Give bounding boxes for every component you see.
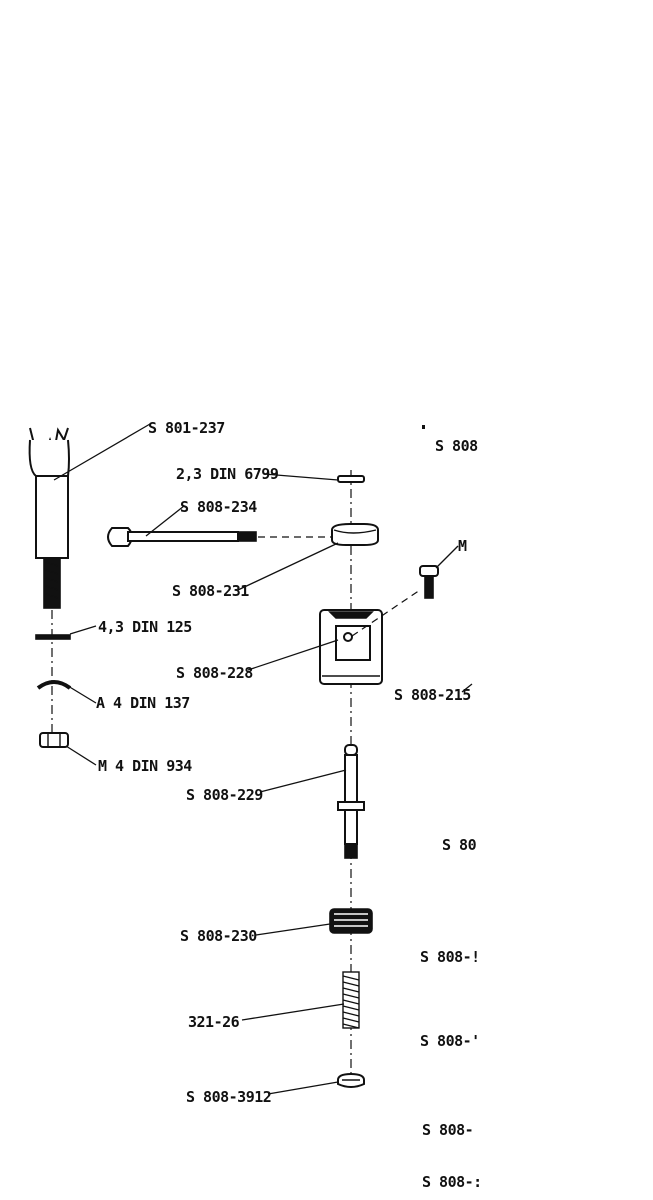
label-nut: M 4 DIN 934: [98, 757, 192, 775]
label-right-80: S 80: [442, 836, 477, 854]
label-spring-washer: A 4 DIN 137: [96, 694, 190, 712]
shaft-part: [107, 527, 257, 547]
label-right-808-d: S 808-:: [422, 1173, 482, 1191]
ring-part: [331, 523, 379, 546]
leader-stud: [259, 769, 347, 793]
spring-washer-part: [36, 680, 72, 690]
leader-ring: [237, 542, 339, 591]
washer-125-part: [35, 634, 71, 640]
spring-part: [342, 971, 360, 1029]
label-right-808-b: S 808-': [420, 1032, 480, 1050]
label-ring: S 808-231: [172, 582, 249, 600]
leader-screw-right: [461, 683, 473, 693]
label-top-left: S 801-237: [148, 419, 225, 437]
leader-right-m: [435, 545, 459, 569]
label-right-808-c: S 808-: [422, 1121, 473, 1139]
leader-spring: [241, 1003, 345, 1021]
label-pin-washer: 2,3 DIN 6799: [176, 465, 279, 483]
fork-shaft-part: [28, 427, 70, 609]
screw-bottom-part: [337, 1072, 365, 1088]
stud-part: [337, 744, 365, 859]
label-screw-right: S 808-215: [394, 686, 471, 704]
label-block: S 808-228: [176, 664, 253, 682]
leader-shaft: [145, 505, 185, 537]
label-right-808-a: S 808-!: [420, 948, 480, 966]
leader-knurled-nut: [255, 923, 331, 936]
leader-nut: [65, 745, 97, 766]
nut-part: [39, 732, 69, 748]
label-shaft: S 808-234: [180, 498, 257, 516]
knurled-nut-part: [329, 908, 373, 934]
leader-pin-washer: [263, 473, 339, 481]
label-stud: S 808-229: [186, 786, 263, 804]
label-knurled-nut: S 808-230: [180, 927, 257, 945]
label-spring: 321-26: [188, 1013, 240, 1031]
leader-block: [247, 639, 339, 671]
screw-upper-right-part: [419, 565, 439, 599]
leader-top-left: [53, 423, 151, 481]
label-screw-bottom: S 808-3912: [186, 1088, 271, 1106]
block-part: [319, 609, 383, 685]
label-right-m: M: [458, 537, 467, 555]
label-top-right: S 808: [435, 437, 478, 455]
leader-screw-bottom: [267, 1081, 339, 1095]
label-washer-125: 4,3 DIN 125: [98, 618, 192, 636]
leader-washer-125: [69, 625, 97, 635]
leader-spring-washer: [67, 685, 97, 704]
circlip-part: [337, 475, 365, 483]
block-screw-dash: [351, 589, 421, 637]
top-marker: [422, 425, 425, 429]
